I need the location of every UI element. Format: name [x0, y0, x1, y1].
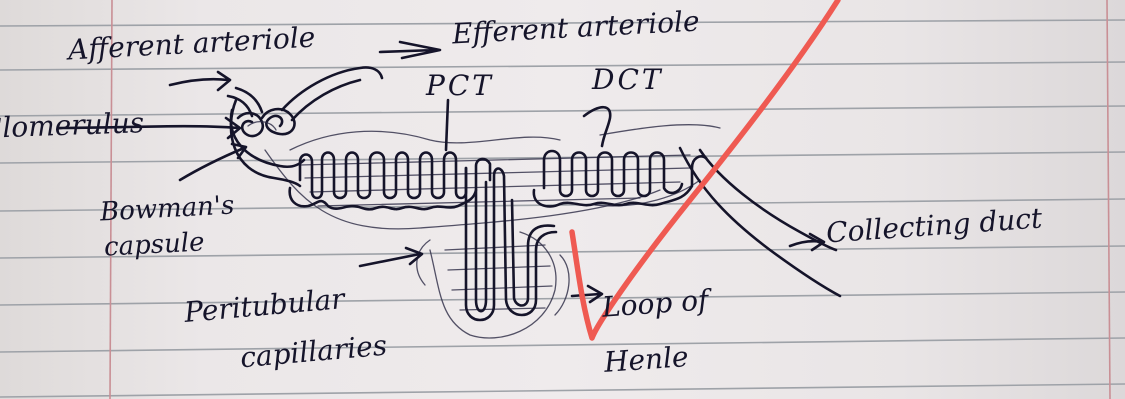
efferent-arrow	[380, 42, 440, 58]
label-bowmans-line2: capsule	[103, 229, 205, 260]
label-bowmans-line1: Bowman's	[99, 193, 235, 226]
label-glomerulus: Glomerulus	[0, 109, 145, 143]
dct-pointer	[584, 107, 610, 146]
loop-of-henle-drawing	[466, 168, 556, 320]
afferent-arrow	[170, 72, 230, 90]
peritubular-arrow	[360, 248, 422, 266]
loop-arrow	[572, 286, 602, 302]
label-loop-line2: Henle	[603, 343, 689, 377]
collecting-duct-drawing	[680, 148, 840, 296]
label-loop-line1: Loop of	[601, 286, 709, 321]
label-pct: PCT	[426, 72, 494, 100]
label-dct: DCT	[592, 66, 664, 94]
